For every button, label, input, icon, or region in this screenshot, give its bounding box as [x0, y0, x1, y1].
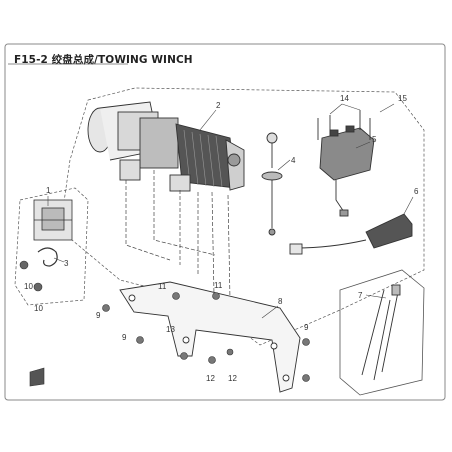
lead-cable: [261, 132, 283, 236]
callout-10-upper: 10: [24, 282, 33, 291]
callout-12-left: 12: [206, 374, 215, 383]
callout-12-right: 12: [228, 374, 237, 383]
leader-lines: [47, 103, 414, 319]
callout-7: 7: [358, 291, 363, 300]
callout-3: 3: [64, 259, 69, 268]
callout-13: 13: [166, 325, 175, 334]
wiring-kit-outline: [339, 269, 425, 396]
callout-11-left: 11: [158, 282, 167, 291]
callout-8: 8: [278, 297, 283, 306]
page-border: [4, 43, 446, 401]
callout-4: 4: [291, 156, 296, 165]
tow-hook: [37, 247, 58, 267]
diagram-title: F15-2 绞盘总成/TOWING WINCH: [14, 54, 193, 66]
callout-10-lower: 10: [34, 304, 43, 313]
callout-1: 1: [46, 186, 51, 195]
winch-motor: [87, 101, 245, 192]
callout-2: 2: [216, 101, 221, 110]
contactor-box: [317, 110, 375, 217]
callout-6: 6: [414, 187, 419, 196]
assembly-outline: [59, 87, 425, 346]
callout-9-left: 9: [96, 311, 101, 320]
callout-14: 14: [340, 94, 349, 103]
callout-9-mid: 9: [122, 333, 127, 342]
fairlead: [33, 199, 73, 241]
nut-10-lower: [33, 282, 43, 292]
callout-5: 5: [372, 135, 377, 144]
front-view-arrow-icon: [29, 367, 45, 387]
callout-9-right: 9: [304, 323, 309, 332]
remote-control: [289, 213, 413, 255]
nut-10-upper: [19, 260, 29, 270]
callout-11-right: 11: [214, 281, 223, 290]
wiring-kit: [361, 284, 401, 381]
alignment-lines: [125, 170, 231, 301]
mounting-bracket: [119, 281, 301, 393]
callout-15: 15: [398, 94, 407, 103]
bolts: [102, 292, 310, 382]
hook-group-outline: [14, 187, 89, 306]
